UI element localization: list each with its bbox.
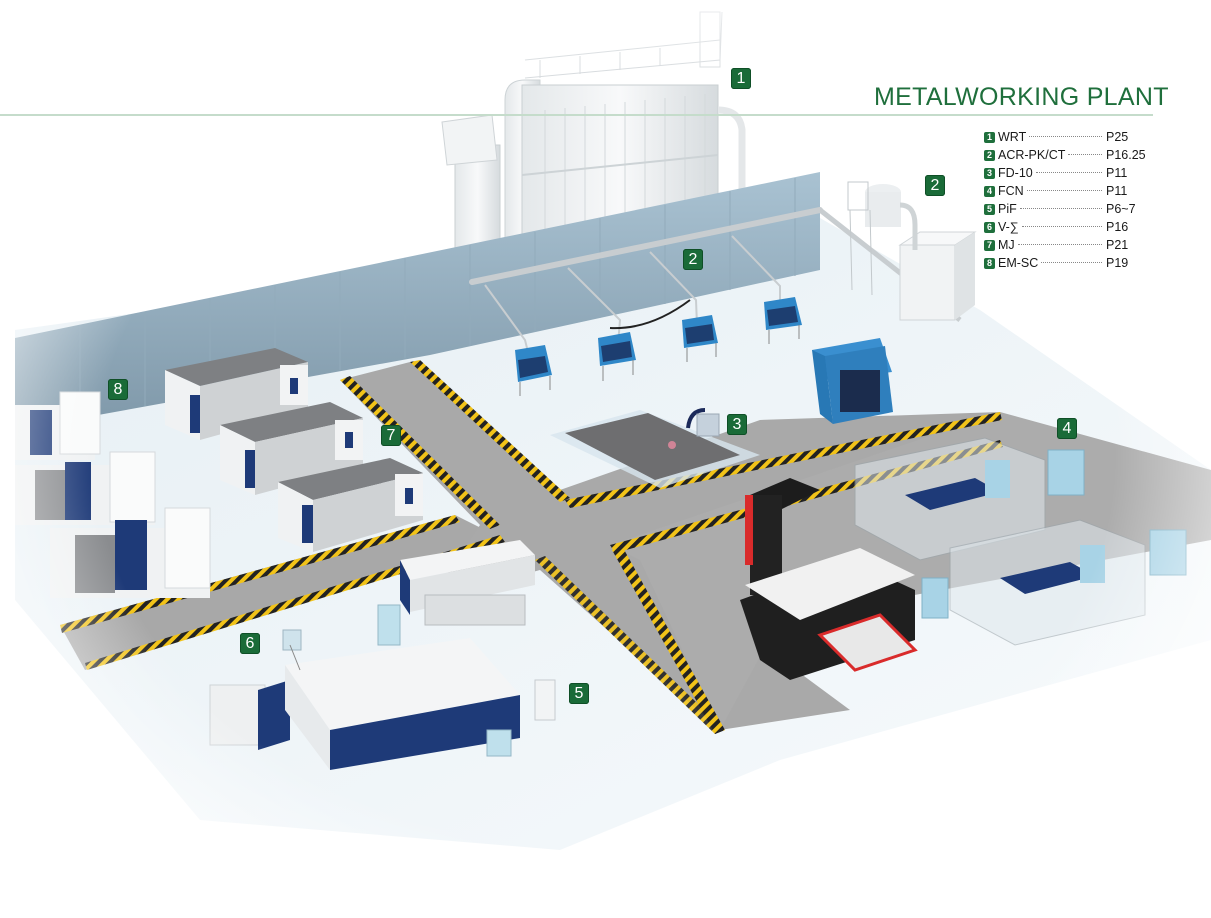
legend-product: FD-10 bbox=[998, 166, 1033, 180]
legend-number: 7 bbox=[984, 239, 995, 251]
dot-leader bbox=[1019, 200, 1102, 209]
legend-number: 3 bbox=[984, 167, 995, 179]
callout-badge-plasma-table: 3 bbox=[727, 414, 747, 435]
legend-product: V-∑ bbox=[998, 220, 1019, 234]
callout-badge-machining-centers: 7 bbox=[381, 425, 401, 446]
legend-product: ACR-PK/CT bbox=[998, 148, 1066, 162]
legend-page: P11 bbox=[1106, 166, 1128, 180]
dot-leader bbox=[1068, 146, 1102, 155]
legend-number: 1 bbox=[984, 131, 995, 143]
legend-page: P21 bbox=[1106, 238, 1129, 252]
callout-badge-welding-duct: 2 bbox=[683, 249, 703, 270]
dot-leader bbox=[1029, 128, 1102, 137]
legend-number: 2 bbox=[984, 149, 995, 161]
callout-badge-vacuum: 6 bbox=[240, 633, 260, 654]
legend-page: P25 bbox=[1106, 130, 1129, 144]
dot-leader bbox=[1017, 236, 1102, 245]
legend-number: 5 bbox=[984, 203, 995, 215]
callout-badge-laser-cutter: 5 bbox=[569, 683, 589, 704]
legend-page: P19 bbox=[1106, 256, 1129, 270]
legend-page: P6~7 bbox=[1106, 202, 1136, 216]
callout-badge-cnc-lathes: 8 bbox=[108, 379, 128, 400]
callout-badge-cyclone: 2 bbox=[925, 175, 945, 196]
dot-leader bbox=[1026, 182, 1102, 191]
title-rule bbox=[0, 114, 1153, 116]
dot-leader bbox=[1021, 218, 1102, 227]
legend-product: MJ bbox=[998, 238, 1015, 252]
legend-product: WRT bbox=[998, 130, 1027, 144]
legend-product: PiF bbox=[998, 202, 1017, 216]
legend-page: P11 bbox=[1106, 184, 1128, 198]
callout-badge-robot-cells: 4 bbox=[1057, 418, 1077, 439]
legend-page: P16 bbox=[1106, 220, 1129, 234]
legend-number: 8 bbox=[984, 257, 995, 269]
legend-number: 4 bbox=[984, 185, 995, 197]
dot-leader bbox=[1035, 164, 1102, 173]
page-title: METALWORKING PLANT bbox=[874, 83, 1169, 111]
legend-product: EM-SC bbox=[998, 256, 1039, 270]
legend-product: FCN bbox=[998, 184, 1024, 198]
legend-page: P16.25 bbox=[1106, 148, 1146, 162]
legend-number: 6 bbox=[984, 221, 995, 233]
dot-leader bbox=[1041, 254, 1102, 263]
callout-badge-dust-collector: 1 bbox=[731, 68, 751, 89]
